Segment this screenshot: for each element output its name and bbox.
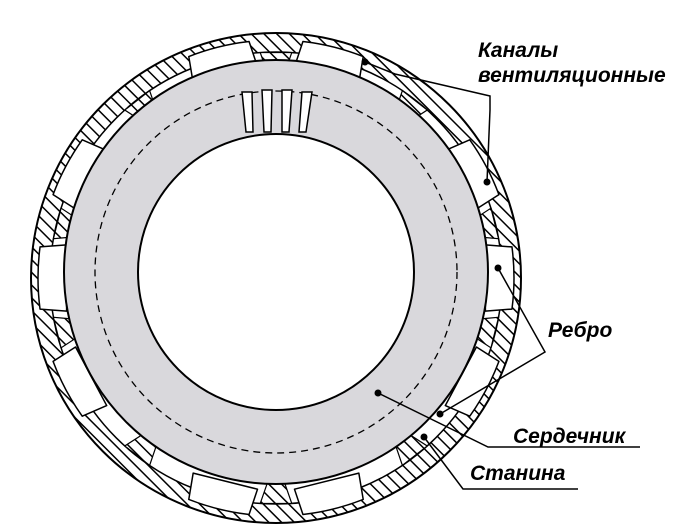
label-channels-line2: вентиляционные: [478, 64, 666, 88]
leader-lines: [364, 61, 640, 490]
core-slot: [261, 89, 273, 133]
leader-rib: [439, 267, 547, 415]
label-frame: Станина: [470, 462, 566, 485]
leader-channels: [364, 61, 491, 183]
core-slot: [241, 91, 254, 133]
ventilation-channel: [444, 139, 500, 210]
leader-dots: [361, 58, 502, 441]
leader-dot-frame: [420, 433, 428, 441]
label-channels-line1: Каналы: [478, 39, 559, 62]
leader-dot-rib-2: [436, 410, 444, 418]
leader-dot-channels-2: [483, 178, 491, 186]
leader-dot-channels: [361, 58, 369, 66]
leader-core: [377, 392, 640, 448]
ventilation-channel: [484, 244, 515, 312]
leader-dot-rib: [494, 264, 502, 272]
leader-dot-core: [374, 389, 382, 397]
core-slots: [241, 89, 313, 133]
ventilation-channel: [37, 244, 68, 312]
leader-frame: [423, 436, 578, 490]
core-dashed-circle: [94, 90, 458, 454]
ventilation-channel: [52, 346, 108, 417]
ventilation-channel: [188, 472, 259, 516]
core-slot: [298, 91, 313, 133]
core-bore: [137, 133, 415, 411]
label-rib: Ребро: [548, 319, 613, 342]
label-core: Сердечник: [513, 425, 626, 448]
ventilation-channel: [52, 139, 108, 210]
label-ventilation-channels: Каналы вентиляционные: [478, 38, 666, 88]
core-slot: [281, 89, 293, 133]
ventilation-channel: [444, 346, 500, 417]
ventilation-channel: [293, 472, 364, 516]
